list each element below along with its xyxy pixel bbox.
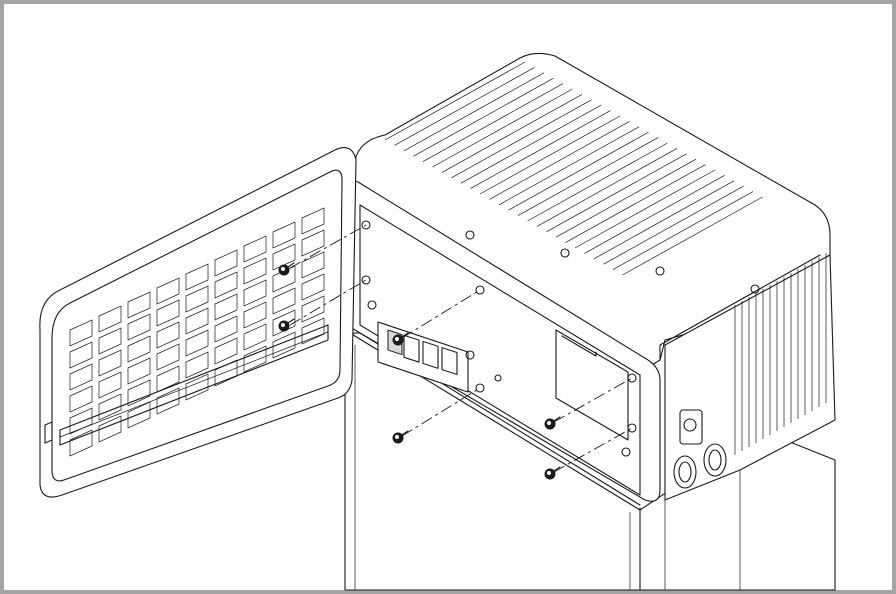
heat-sink-top: [354, 52, 831, 381]
alignment-lines: [289, 224, 633, 473]
side-fins: [664, 253, 836, 501]
screw-4: [392, 430, 409, 444]
cable-glands: [673, 409, 727, 489]
screw-3: [392, 332, 409, 346]
front-panel: [344, 180, 661, 502]
screw-1: [278, 262, 295, 276]
screw-6: [544, 466, 561, 480]
screw-5: [544, 416, 561, 430]
screws: [278, 262, 561, 480]
opened-cover: [39, 147, 357, 498]
screw-2: [278, 318, 295, 332]
